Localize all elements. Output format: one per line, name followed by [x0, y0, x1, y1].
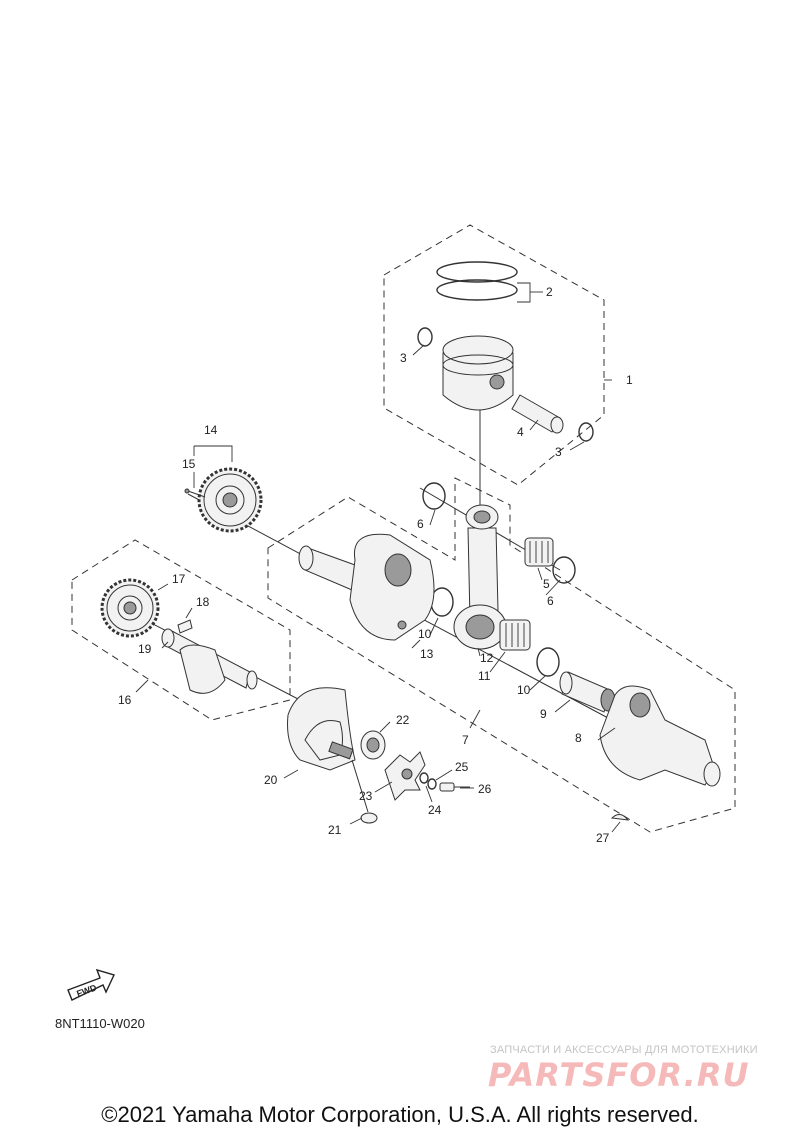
- callout-17: 17: [172, 572, 186, 586]
- washer-crank-right: [536, 647, 560, 677]
- callout-12: 12: [480, 651, 494, 665]
- callout-13: 13: [420, 647, 434, 661]
- balancer-group-outline: [71, 539, 291, 721]
- piston-pin: [511, 394, 564, 434]
- circlip-left: [417, 327, 433, 347]
- callout-10: 10: [418, 627, 432, 641]
- leader-lines: [135, 282, 621, 833]
- fwd-label: FWD: [75, 982, 98, 999]
- callout-6b: 6: [547, 594, 554, 608]
- connecting-rod: [453, 504, 507, 650]
- big-end-bearing: [499, 619, 531, 651]
- oil-pump-cover: [287, 687, 356, 771]
- piston-rings: [436, 261, 518, 301]
- crank-right: [599, 685, 721, 787]
- fwd-arrow-icon: FWD: [67, 968, 115, 1001]
- callout-4: 4: [517, 425, 524, 439]
- callout-21: 21: [328, 823, 342, 837]
- callout-26: 26: [478, 782, 492, 796]
- crankshaft-group-outline: [267, 477, 736, 833]
- callout-14: 14: [204, 423, 218, 437]
- callout-labels: 1 2 3 3 4 5 6 6 7 8 9 10 10 11 12 13 14 …: [118, 285, 633, 845]
- callout-20: 20: [264, 773, 278, 787]
- circlip-right: [578, 422, 594, 442]
- copyright-notice: ©2021 Yamaha Motor Corporation, U.S.A. A…: [101, 1102, 699, 1127]
- diagram-code: 8NT1110-W020: [55, 1016, 145, 1031]
- callout-22: 22: [396, 713, 410, 727]
- watermark-logo: PARTSFOR.RU: [488, 1056, 750, 1094]
- callout-6: 6: [417, 517, 424, 531]
- callout-8: 8: [575, 731, 582, 745]
- callout-25: 25: [455, 760, 469, 774]
- callout-23: 23: [359, 789, 373, 803]
- callout-3: 3: [400, 351, 407, 365]
- woodruff-key: [610, 814, 630, 821]
- impeller-washer: [427, 778, 437, 790]
- drive-gear: [197, 467, 263, 533]
- balancer-key: [177, 619, 193, 634]
- callout-11: 11: [478, 669, 491, 683]
- piston: [442, 335, 514, 411]
- callout-2: 2: [546, 285, 553, 299]
- small-end-bearing: [524, 537, 554, 567]
- callout-18: 18: [196, 595, 210, 609]
- callout-3b: 3: [555, 445, 562, 459]
- callout-1: 1: [626, 373, 633, 387]
- pump-impeller: [384, 751, 426, 801]
- impeller-bolt: [439, 782, 470, 792]
- callout-10b: 10: [517, 683, 531, 697]
- washer-upper: [422, 482, 446, 510]
- callout-5: 5: [543, 577, 550, 591]
- callout-24: 24: [428, 803, 442, 817]
- impeller-circlip: [419, 772, 429, 784]
- pump-bearing: [360, 730, 386, 760]
- watermark-tagline: ЗАПЧАСТИ И АКСЕССУАРЫ ДЛЯ МОТОТЕХНИКИ: [490, 1044, 758, 1056]
- callout-27: 27: [596, 831, 610, 845]
- callout-7: 7: [462, 733, 469, 747]
- washer-lower: [552, 556, 576, 584]
- callout-16: 16: [118, 693, 132, 707]
- callout-15: 15: [182, 457, 196, 471]
- callout-19: 19: [138, 642, 152, 656]
- crank-left: [298, 533, 435, 641]
- gear-pin: [184, 488, 206, 498]
- piston-group-outline: [383, 224, 605, 486]
- callout-9: 9: [540, 707, 547, 721]
- crankpin: [559, 671, 616, 713]
- balancer-shaft: [161, 628, 258, 694]
- balancer-gear: [100, 578, 160, 638]
